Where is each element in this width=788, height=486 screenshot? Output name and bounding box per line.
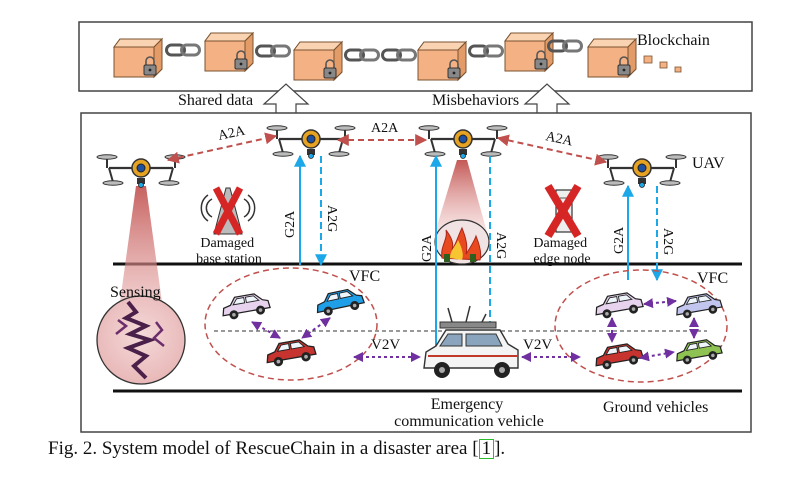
small-block-3 xyxy=(674,66,682,73)
v2v-label-left: V2V xyxy=(371,337,400,353)
block-5 xyxy=(504,32,554,72)
v2v-link-right-1 xyxy=(643,296,677,309)
g2a-label-left: G2A xyxy=(283,210,298,238)
blockchain-panel: Blockchain xyxy=(78,21,753,92)
sensing-label: Sensing xyxy=(110,284,161,301)
a2g-label-center: A2G xyxy=(493,232,508,259)
damaged-edge-node-label: Damaged edge node xyxy=(533,236,590,267)
block-1 xyxy=(113,38,163,78)
emergency-vehicle-label: Emergency communication vehicle xyxy=(394,396,544,430)
a2a-link-3 xyxy=(496,134,608,166)
block-3 xyxy=(293,41,343,81)
shared-data-label: Shared data xyxy=(178,92,253,109)
g2a-label-center: G2A xyxy=(420,234,435,262)
vfc-label-left: VFC xyxy=(349,268,380,285)
small-block-2 xyxy=(659,61,668,69)
block-4 xyxy=(417,41,467,81)
v2v-link-left-1 xyxy=(251,321,281,339)
emergency-vehicle-icon xyxy=(423,305,519,378)
vfc-cluster-left xyxy=(204,267,378,381)
ground-vehicles-label: Ground vehicles xyxy=(603,399,708,416)
earthquake-crack-icon xyxy=(121,300,157,380)
scene-box xyxy=(80,112,752,433)
a2g-label-right: A2G xyxy=(660,228,675,255)
block-6 xyxy=(587,38,637,78)
earthquake-circle xyxy=(96,295,186,385)
blockchain-label: Blockchain xyxy=(637,32,710,49)
fire-beam xyxy=(434,160,488,236)
a2g-label-left: A2G xyxy=(324,205,339,232)
a2a-label-1: A2A xyxy=(217,123,248,144)
vfc-label-right: VFC xyxy=(697,270,728,287)
g2a-label-right: G2A xyxy=(612,226,627,254)
damaged-base-station-label: Damaged base station xyxy=(196,236,262,267)
a2a-label-3: A2A xyxy=(544,129,575,150)
citation-link[interactable]: 1 xyxy=(478,439,495,459)
uav-label: UAV xyxy=(692,155,725,172)
block-2 xyxy=(204,32,254,72)
a2a-link-1 xyxy=(166,132,278,164)
vfc-cluster-right xyxy=(554,269,728,383)
damaged-edge-node-icon xyxy=(544,183,582,239)
figure-caption: Fig. 2. System model of RescueChain in a… xyxy=(48,438,506,459)
small-block-1 xyxy=(643,55,653,64)
a2a-label-2: A2A xyxy=(371,121,399,136)
misbehaviors-label: Misbehaviors xyxy=(432,92,519,109)
fire-icon xyxy=(441,226,482,262)
v2v-label-right: V2V xyxy=(523,337,552,353)
damaged-base-station-icon xyxy=(200,186,256,236)
